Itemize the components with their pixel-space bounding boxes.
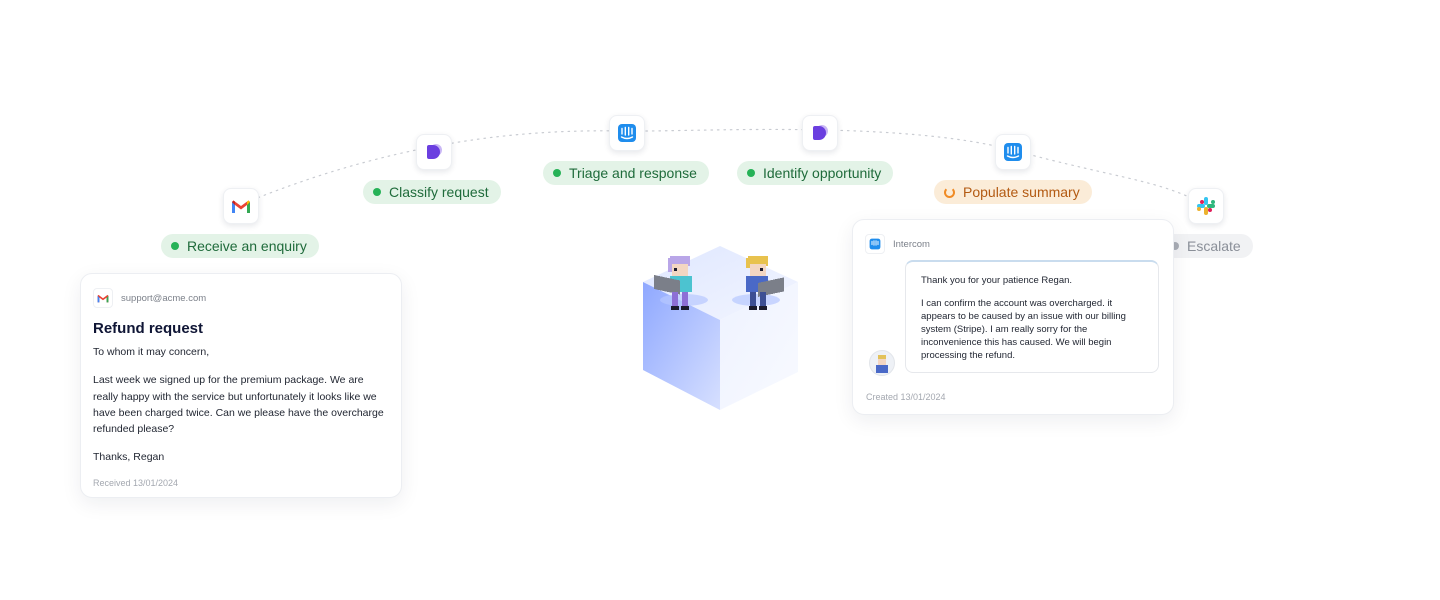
intercom-icon: [995, 134, 1031, 170]
email-body: To whom it may concern, Last week we sig…: [93, 344, 389, 466]
slack-icon: [1188, 188, 1224, 224]
gmail-icon: [223, 188, 259, 224]
pixel-agent-right: [746, 256, 784, 310]
ai-agent-icon: [416, 134, 452, 170]
step-populate-summary: Populate summary: [934, 180, 1092, 204]
step-label: Receive an enquiry: [187, 238, 307, 254]
step-label: Escalate: [1187, 238, 1241, 254]
step-classify-request: Classify request: [363, 180, 501, 204]
avatar: [869, 350, 895, 376]
reply-line-1: Thank you for your patience Regan.: [921, 275, 1073, 286]
email-message: Last week we signed up for the premium p…: [93, 374, 384, 436]
email-card[interactable]: support@acme.com Refund request To whom …: [80, 273, 402, 498]
step-label: Identify opportunity: [763, 165, 882, 181]
step-escalate: Escalate: [1161, 234, 1253, 258]
status-dot: [373, 188, 381, 196]
step-receive-enquiry: Receive an enquiry: [161, 234, 319, 258]
status-dot: [747, 169, 755, 177]
email-received-date: Received 13/01/2024: [93, 477, 179, 488]
pixel-agent-left: [654, 256, 692, 310]
loading-spinner-icon: [944, 186, 955, 198]
status-dot: [171, 242, 179, 250]
step-label: Classify request: [389, 184, 489, 200]
reply-bubble: Thank you for your patience Regan. I can…: [905, 260, 1159, 373]
step-label: Populate summary: [963, 184, 1080, 200]
email-subject: Refund request: [93, 320, 204, 337]
intercom-icon: [865, 234, 885, 254]
gmail-icon: [93, 288, 113, 308]
email-sender: support@acme.com: [121, 292, 207, 304]
intercom-icon: [609, 115, 645, 151]
ai-agent-icon: [802, 115, 838, 151]
agent-cube-illustration: [643, 246, 798, 410]
status-dot: [553, 169, 561, 177]
status-dot: [1171, 242, 1179, 250]
reply-created-date: Created 13/01/2024: [866, 392, 946, 402]
reply-line-2: I can confirm the account was overcharge…: [921, 298, 1126, 361]
email-signoff: Thanks, Regan: [93, 451, 165, 464]
step-triage-response: Triage and response: [543, 161, 709, 185]
intercom-reply-card[interactable]: Intercom Thank you for your patience Reg…: [852, 219, 1174, 415]
email-greeting: To whom it may concern,: [93, 346, 210, 358]
step-identify-opportunity: Identify opportunity: [737, 161, 894, 185]
step-label: Triage and response: [569, 165, 697, 181]
chat-source: Intercom: [893, 238, 930, 250]
